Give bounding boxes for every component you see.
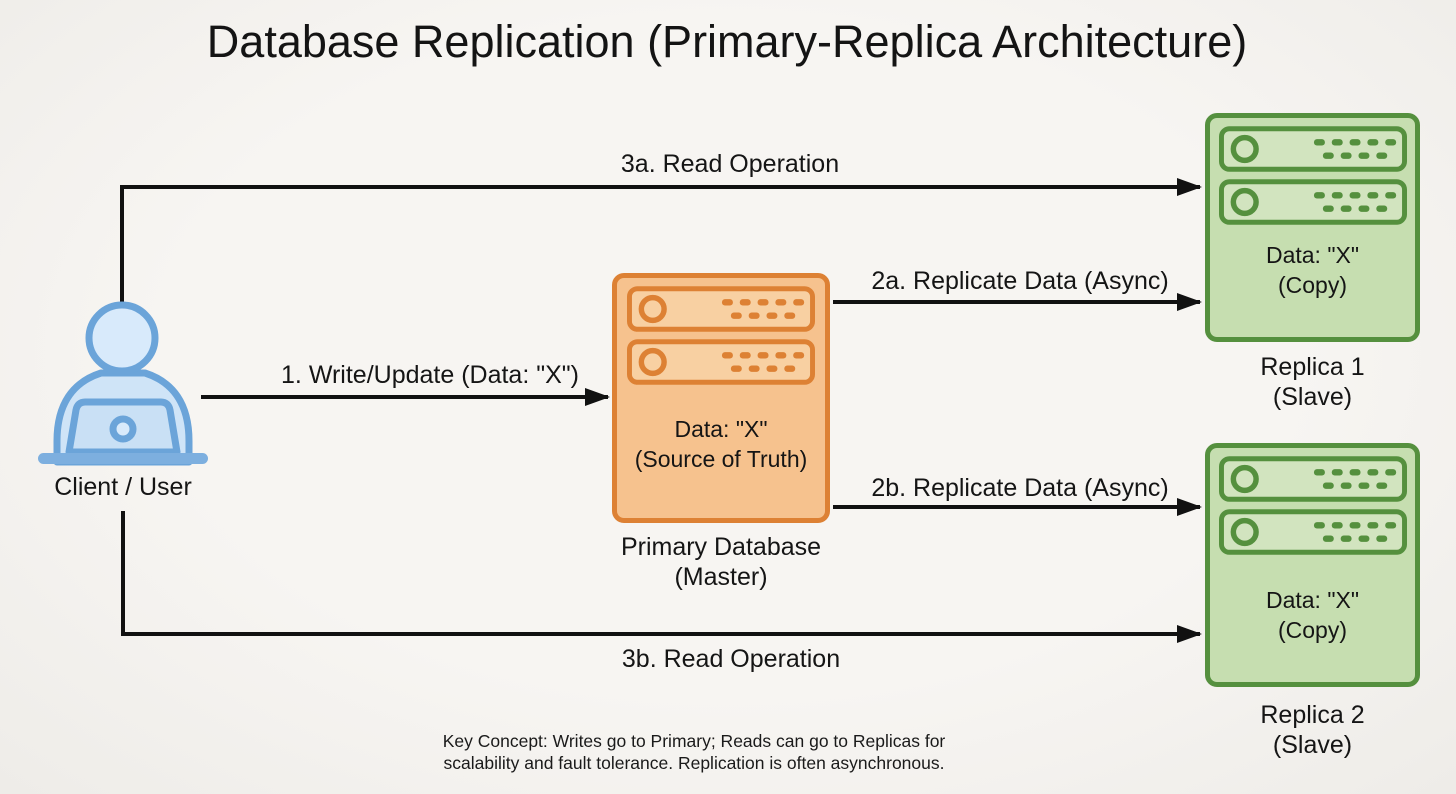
replica-2-node: Data: "X" (Copy) (1205, 443, 1420, 687)
replica-1-data-text: Data: "X" (Copy) (1210, 240, 1415, 300)
primary-database-label: Primary Database (Master) (612, 532, 830, 592)
replica-2-label: Replica 2 (Slave) (1205, 700, 1420, 760)
primary-role: (Master) (674, 563, 768, 591)
primary-data-note: (Source of Truth) (634, 446, 808, 472)
replica-2-data-note: (Copy) (1277, 617, 1347, 643)
server-rack-icon (1218, 126, 1407, 172)
primary-database-node: Data: "X" (Source of Truth) (612, 273, 830, 523)
arrow-read-a (120, 178, 1202, 306)
page-title: Database Replication (Primary-Replica Ar… (206, 16, 1248, 67)
server-rack-icon (1218, 456, 1407, 502)
server-rack-icon (627, 339, 815, 385)
primary-name: Primary Database (620, 533, 822, 561)
replica-1-node: Data: "X" (Copy) (1205, 113, 1420, 342)
server-rack-icon (1218, 179, 1407, 225)
key-concept-note: Key Concept: Writes go to Primary; Reads… (443, 730, 946, 774)
label-replicate-b: 2b. Replicate Data (Async) (871, 474, 1169, 502)
replica-2-name: Replica 2 (1260, 701, 1365, 729)
client-user-label: Client / User (54, 473, 192, 501)
server-rack-icon (627, 286, 815, 332)
replica-1-name: Replica 1 (1260, 353, 1365, 381)
replica-1-label: Replica 1 (Slave) (1205, 352, 1420, 412)
label-replicate-a: 2a. Replicate Data (Async) (871, 267, 1169, 295)
label-read-b: 3b. Read Operation (621, 645, 841, 673)
server-rack-icon (1218, 509, 1407, 555)
replica-1-data-note: (Copy) (1277, 272, 1347, 298)
replica-2-role: (Slave) (1272, 731, 1353, 759)
label-read-a: 3a. Read Operation (620, 150, 840, 178)
key-concept-line-2: scalability and fault tolerance. Replica… (443, 753, 945, 773)
replica-2-data-text: Data: "X" (Copy) (1210, 585, 1415, 645)
arrow-read-b (121, 511, 1202, 643)
label-write: 1. Write/Update (Data: "X") (281, 361, 579, 389)
primary-data-text: Data: "X" (Source of Truth) (617, 414, 825, 474)
replica-2-data-value: Data: "X" (1265, 587, 1360, 613)
primary-data-value: Data: "X" (674, 416, 768, 442)
replica-1-data-value: Data: "X" (1265, 242, 1360, 268)
key-concept-line-1: Key Concept: Writes go to Primary; Reads… (442, 731, 946, 751)
replica-1-role: (Slave) (1272, 383, 1353, 411)
client-user-icon (38, 301, 208, 466)
